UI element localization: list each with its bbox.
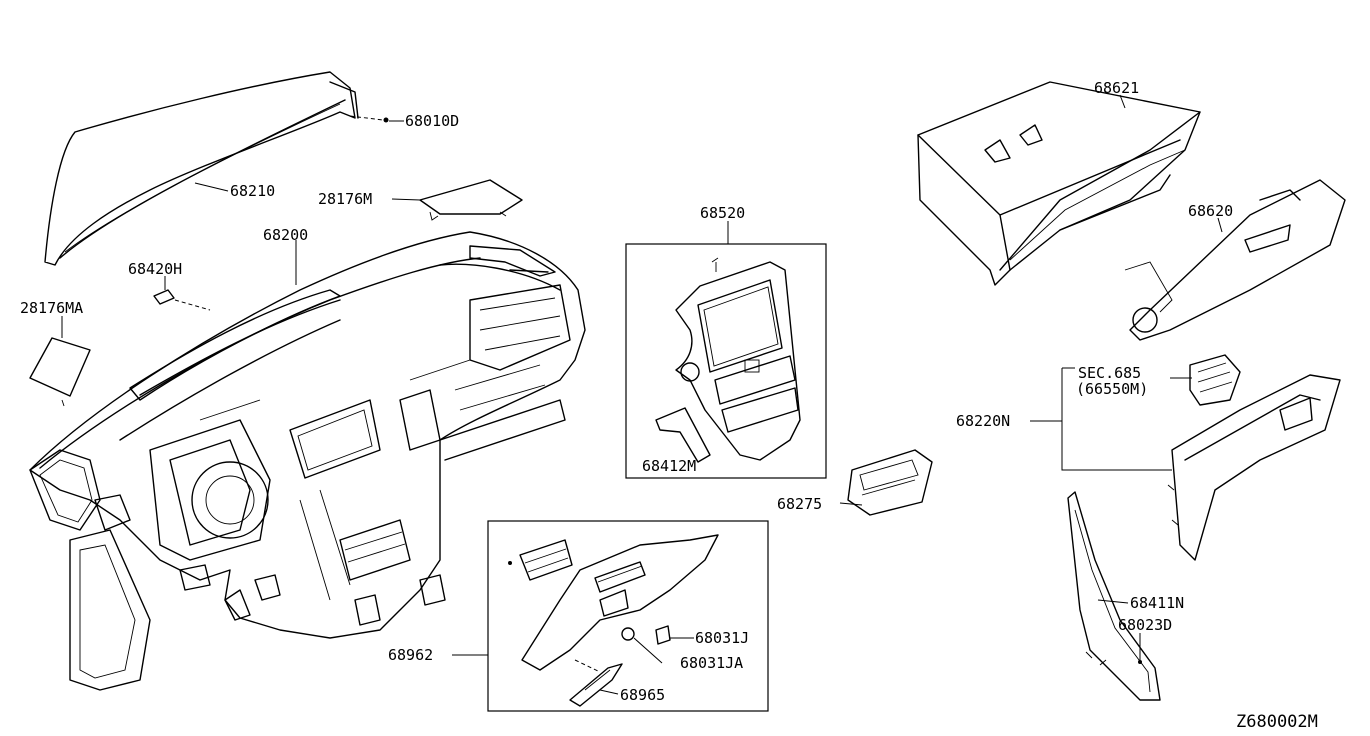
part-68031JA-clip[interactable]	[621, 627, 635, 641]
part-68965-lid[interactable]	[569, 663, 623, 707]
label-68010D[interactable]: 68010D	[405, 112, 459, 130]
clip-68023D-icon	[1138, 660, 1142, 664]
label-68411N[interactable]: 68411N	[1130, 594, 1184, 612]
label-66550M[interactable]: (66550M)	[1076, 380, 1148, 398]
label-68412M[interactable]: 68412M	[642, 457, 696, 475]
label-68023D[interactable]: 68023D	[1118, 616, 1172, 634]
leader-68010D-dash	[349, 115, 384, 121]
label-28176M[interactable]: 28176M	[318, 190, 372, 208]
box-68520	[625, 243, 827, 479]
leader-68210	[194, 182, 229, 192]
label-68275[interactable]: 68275	[777, 495, 822, 513]
part-28176MA-cover[interactable]	[29, 337, 91, 407]
label-68031J[interactable]: 68031J	[695, 629, 749, 647]
leader-68965-dash	[574, 659, 601, 673]
leader-68620	[1217, 217, 1223, 233]
part-sec685-vent[interactable]	[1189, 354, 1241, 406]
part-68220N-finisher[interactable]	[1167, 374, 1341, 561]
label-68220N[interactable]: 68220N	[956, 412, 1010, 430]
leader-68621	[1119, 94, 1126, 109]
leader-28176M	[391, 198, 421, 201]
part-68962-console-finisher[interactable]	[508, 534, 719, 671]
leader-68965	[599, 689, 619, 695]
clip-68010D-icon	[383, 117, 389, 123]
part-68620-glove-lid[interactable]	[1124, 179, 1346, 341]
label-68200[interactable]: 68200	[263, 226, 308, 244]
hazard-switch-icon	[744, 359, 760, 373]
label-68210[interactable]: 68210	[230, 182, 275, 200]
part-28176M-cover[interactable]	[419, 179, 523, 221]
label-68962[interactable]: 68962	[388, 646, 433, 664]
part-68210-dash-pad[interactable]	[44, 71, 359, 266]
diagram-code: Z680002M	[1236, 712, 1318, 732]
part-68420H-clip[interactable]	[153, 289, 175, 305]
label-68520[interactable]: 68520	[700, 204, 745, 222]
label-28176MA[interactable]: 28176MA	[20, 299, 83, 317]
leader-68275	[839, 502, 863, 506]
part-68520-cluster-lid[interactable]	[675, 257, 801, 461]
part-68200-instrument-panel[interactable]	[29, 231, 586, 691]
label-68420H[interactable]: 68420H	[128, 260, 182, 278]
part-68275-unit[interactable]	[847, 449, 933, 516]
part-68621-glove-box[interactable]	[917, 81, 1201, 286]
leader-68411N	[1097, 599, 1129, 604]
part-68412M-trim[interactable]	[655, 407, 711, 463]
screw-icon	[508, 561, 512, 565]
part-68031J-clip[interactable]	[655, 625, 671, 645]
label-68621[interactable]: 68621	[1094, 79, 1139, 97]
leader-68031JA	[633, 637, 663, 664]
label-68965[interactable]: 68965	[620, 686, 665, 704]
leader-68420H-dash	[174, 299, 211, 311]
bracket-68220N	[1061, 368, 1172, 471]
label-sec685[interactable]: SEC.685	[1078, 364, 1141, 382]
label-68031JA[interactable]: 68031JA	[680, 654, 743, 672]
box-68962	[487, 520, 769, 712]
part-68411N-trim[interactable]	[1067, 491, 1161, 701]
label-68620[interactable]: 68620	[1188, 202, 1233, 220]
